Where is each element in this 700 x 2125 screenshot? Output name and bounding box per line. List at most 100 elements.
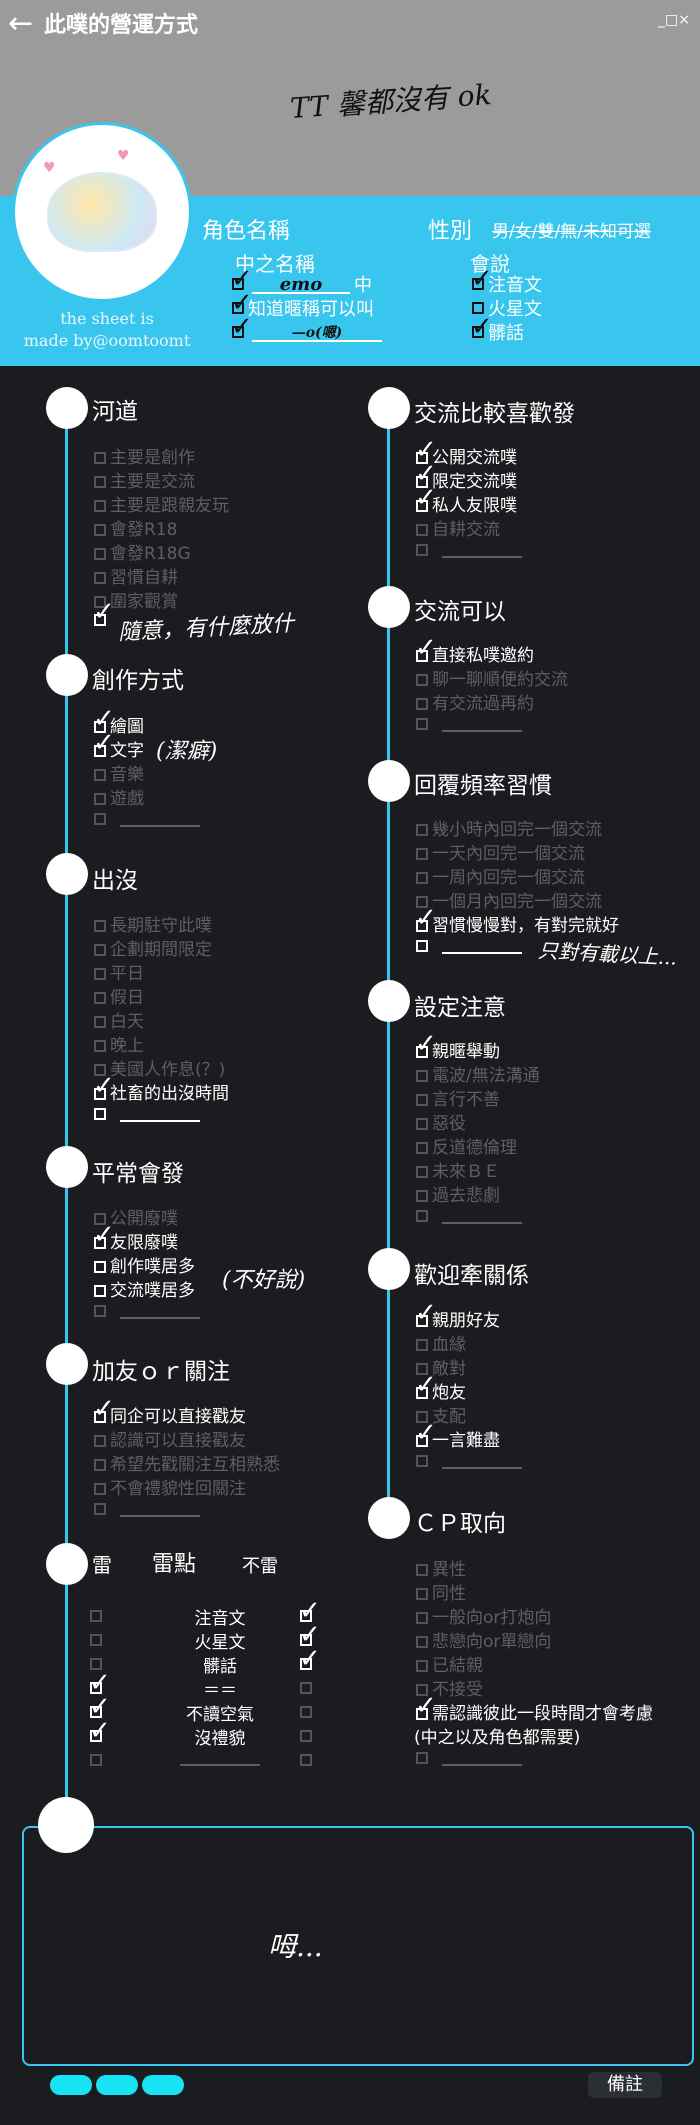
checkbox[interactable] — [94, 1459, 106, 1471]
checkbox[interactable] — [94, 1108, 106, 1120]
checkbox[interactable] — [94, 1261, 106, 1273]
checkbox[interactable] — [416, 940, 428, 952]
list-item: 創作噗居多 — [94, 1255, 200, 1279]
checkbox[interactable] — [416, 1166, 428, 1178]
checkbox[interactable] — [416, 1142, 428, 1154]
checkbox[interactable] — [90, 1754, 102, 1766]
checkbox[interactable] — [416, 824, 428, 836]
checkbox[interactable] — [416, 1094, 428, 1106]
checkbox[interactable] — [93, 731, 115, 757]
checkbox[interactable] — [415, 1373, 437, 1399]
list-item — [416, 716, 568, 732]
list-item: 限定交流噗 — [415, 462, 522, 494]
checkbox[interactable] — [94, 548, 106, 560]
page-dot-2[interactable] — [96, 2075, 138, 2095]
list-item: 電波/無法溝通 — [416, 1064, 540, 1088]
section-title-create: 創作方式 — [92, 668, 184, 694]
checkbox[interactable] — [416, 848, 428, 860]
checkbox[interactable] — [416, 1612, 428, 1624]
window-controls-icon[interactable]: _□× — [658, 12, 690, 28]
checkbox[interactable] — [416, 1636, 428, 1648]
checkbox[interactable] — [416, 1752, 428, 1764]
checkbox[interactable] — [415, 486, 437, 512]
checkbox[interactable] — [94, 452, 106, 464]
list-item: 惡役 — [416, 1112, 540, 1136]
checkbox[interactable] — [94, 813, 106, 825]
list-item: 親暱舉動 — [415, 1032, 540, 1064]
section-dot — [46, 1543, 88, 1585]
checkbox[interactable] — [94, 1016, 106, 1028]
checkbox[interactable] — [94, 1305, 106, 1317]
checkbox[interactable] — [415, 1301, 437, 1327]
checkbox[interactable] — [94, 1483, 106, 1495]
section-title-follow: 加友ｏｒ關注 — [92, 1359, 230, 1385]
checkbox[interactable] — [90, 1634, 102, 1646]
checkbox[interactable] — [416, 1455, 428, 1467]
checkbox[interactable] — [415, 636, 437, 662]
section-title-prefer: 交流比較喜歡發 — [414, 401, 575, 427]
checkbox[interactable] — [415, 1032, 437, 1058]
section-dot — [46, 1343, 88, 1385]
checkbox[interactable] — [94, 1285, 106, 1297]
arrow-left-icon[interactable]: ← — [8, 5, 34, 41]
checkbox[interactable] — [471, 264, 493, 294]
checkbox[interactable] — [416, 674, 428, 686]
list-item — [416, 1750, 653, 1766]
list-item: 白天 — [94, 1010, 229, 1034]
remark-button[interactable]: 備註 — [588, 2072, 662, 2098]
checkbox[interactable] — [416, 1190, 428, 1202]
remark-box[interactable] — [22, 1826, 694, 2066]
checkbox[interactable] — [94, 793, 106, 805]
checkbox[interactable] — [416, 544, 428, 556]
checkbox[interactable] — [416, 1564, 428, 1576]
checkbox[interactable] — [94, 500, 106, 512]
checkbox[interactable] — [416, 1210, 428, 1222]
checkbox[interactable] — [416, 1339, 428, 1351]
checkbox[interactable] — [94, 524, 106, 536]
checkbox[interactable] — [89, 1716, 111, 1746]
checkbox[interactable] — [94, 1503, 106, 1515]
list-item: 悲戀向or單戀向 — [416, 1630, 653, 1654]
checkbox[interactable] — [93, 1397, 115, 1423]
checkbox[interactable] — [416, 1660, 428, 1672]
checkbox[interactable] — [94, 920, 106, 932]
checkbox[interactable] — [93, 1074, 115, 1100]
checkbox[interactable] — [416, 1070, 428, 1082]
checkbox[interactable] — [90, 1610, 102, 1622]
checkbox[interactable] — [300, 1730, 312, 1742]
checkbox[interactable] — [94, 992, 106, 1004]
checkbox[interactable] — [94, 476, 106, 488]
checkbox[interactable] — [93, 600, 115, 626]
checkbox[interactable] — [415, 906, 437, 932]
list-item: 長期駐守此噗 — [94, 914, 229, 938]
checkbox[interactable] — [416, 1588, 428, 1600]
checkbox[interactable] — [416, 698, 428, 710]
list-item: 一周內回完一個交流 — [416, 866, 619, 890]
checkbox[interactable] — [416, 872, 428, 884]
checkbox[interactable] — [231, 312, 253, 342]
checkbox[interactable] — [416, 718, 428, 730]
checkbox[interactable] — [94, 1435, 106, 1447]
checkbox[interactable] — [94, 769, 106, 781]
checkbox[interactable] — [94, 944, 106, 956]
checkbox[interactable] — [94, 968, 106, 980]
checkbox[interactable] — [300, 1706, 312, 1718]
checkbox[interactable] — [415, 1694, 437, 1720]
checkbox[interactable] — [415, 1421, 437, 1447]
page-dot-3[interactable] — [142, 2075, 184, 2095]
checkbox[interactable] — [299, 1644, 321, 1674]
list-item: 遊戲 — [94, 787, 200, 811]
checkbox[interactable] — [416, 1118, 428, 1130]
checkbox[interactable] — [300, 1754, 312, 1766]
list-item — [94, 1501, 280, 1517]
checkbox[interactable] — [94, 1040, 106, 1052]
checkbox[interactable] — [93, 1223, 115, 1249]
checkbox[interactable] — [300, 1682, 312, 1694]
section-dot — [38, 1797, 94, 1853]
page-dot-1[interactable] — [50, 2075, 92, 2095]
list-item: 聊一聊順便約交流 — [416, 668, 568, 692]
section-dot — [368, 387, 410, 429]
checkbox[interactable] — [471, 312, 493, 342]
checkbox[interactable] — [416, 524, 428, 536]
checkbox[interactable] — [94, 572, 106, 584]
